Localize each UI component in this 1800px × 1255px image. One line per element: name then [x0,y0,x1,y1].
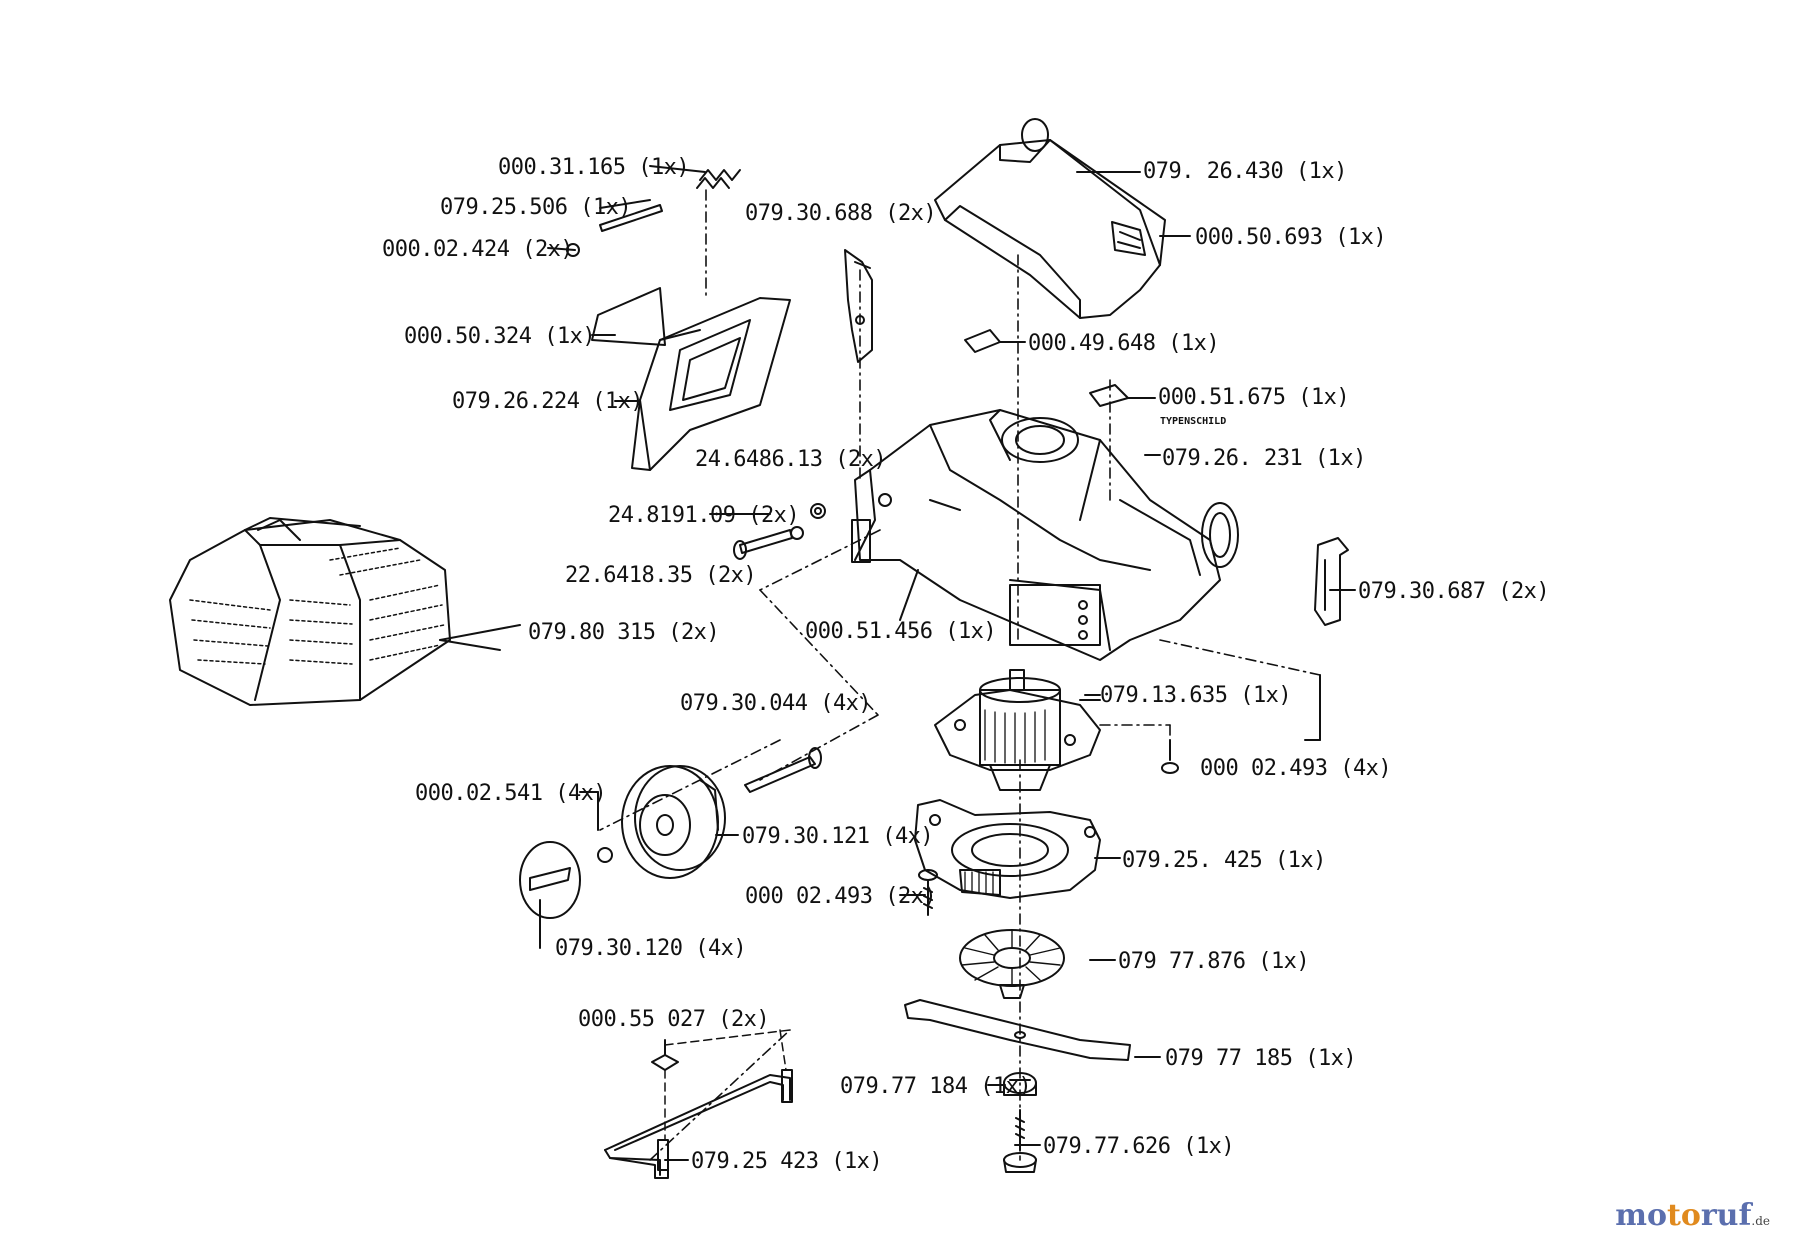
sticker-drawing [964,329,1001,353]
label-000-02-424: 000.02.424 (2x) [382,237,574,262]
label-24-6486-13: 24.6486.13 (2x) [695,447,887,472]
label-079-30-044: 079.30.044 (4x) [680,691,872,716]
fan-housing-drawing [914,799,1101,899]
clip-drawing [651,1039,679,1071]
blade-screw-drawing [1003,1109,1037,1173]
washer-drawing [566,243,580,257]
watermark-logo: motoruf.de [1615,1198,1770,1233]
screws-left-drawing [733,503,826,560]
label-079-25-423: 079.25 423 (1x) [691,1149,883,1174]
label-079-80-315: 079.80 315 (2x) [528,620,720,645]
spring-drawing [696,169,741,189]
assembly-axes [599,189,1321,1161]
bracket-drawing [604,1069,793,1179]
label-079-30-687: 079.30.687 (2x) [1358,579,1550,604]
label-000-31-165: 000.31.165 (1x) [498,155,690,180]
blade-holder-drawing [1003,1072,1037,1096]
label-079-30-121: 079.30.121 (4x) [742,824,934,849]
axle-drawing [744,756,816,793]
label-000-51-675: 000.51.675 (1x) [1158,385,1350,410]
label-22-6418-35: 22.6418.35 (2x) [565,563,757,588]
rear-flap-drawing [631,297,791,471]
screw-right-drawing [1161,739,1179,774]
label-079-26-430: 079. 26.430 (1x) [1143,159,1347,184]
label-000-02-493-4x: 000 02.493 (4x) [1200,756,1392,781]
label-079-77-626: 079.77.626 (1x) [1043,1134,1235,1159]
label-000-51-456: 000.51.456 (1x) [805,619,997,644]
label-079-77-876: 079 77.876 (1x) [1118,949,1310,974]
label-typenschild: TYPENSCHILD [1160,416,1227,427]
label-000-50-324: 000.50.324 (1x) [404,324,596,349]
nut-drawing [597,847,613,863]
leader-lines [439,165,1356,1161]
blade-drawing [904,999,1131,1061]
hook-right-drawing [1314,537,1349,626]
housing-drawing [851,409,1239,661]
wheel-drawing [621,765,726,879]
label-079-77-184: 079.77 184 (1x) [840,1074,1032,1099]
hubcap-drawing [519,841,581,919]
label-079-77-185: 079 77 185 (1x) [1165,1046,1357,1071]
label-000-49-648: 000.49.648 (1x) [1028,331,1220,356]
hook-left-drawing [844,249,873,363]
type-plate-drawing [1089,384,1129,407]
label-079-26-224: 079.26.224 (1x) [452,389,644,414]
label-000-02-493-2x: 000 02.493 (2x) [745,884,937,909]
top-cover-drawing [934,118,1166,319]
label-24-8191-09: 24.8191.09 (2x) [608,503,800,528]
label-079-25-506: 079.25.506 (1x) [440,195,632,220]
pin-drawing [599,204,663,232]
label-000-50-693: 000.50.693 (1x) [1195,225,1387,250]
fan-wheel-drawing [959,929,1065,999]
label-079-30-120: 079.30.120 (4x) [555,936,747,961]
label-079-13-635: 079.13.635 (1x) [1100,683,1292,708]
label-079-30-688: 079.30.688 (2x) [745,201,937,226]
label-000-02-541: 000.02.541 (4x) [415,781,607,806]
label-079-25-425: 079.25. 425 (1x) [1122,848,1326,873]
screw-left-drawing [918,869,938,916]
motor-drawing [934,669,1101,791]
label-079-26-231: 079.26. 231 (1x) [1162,446,1366,471]
label-plate-drawing [591,287,666,346]
label-000-55-027: 000.55 027 (2x) [578,1007,770,1032]
grass-box-drawing [169,517,451,706]
